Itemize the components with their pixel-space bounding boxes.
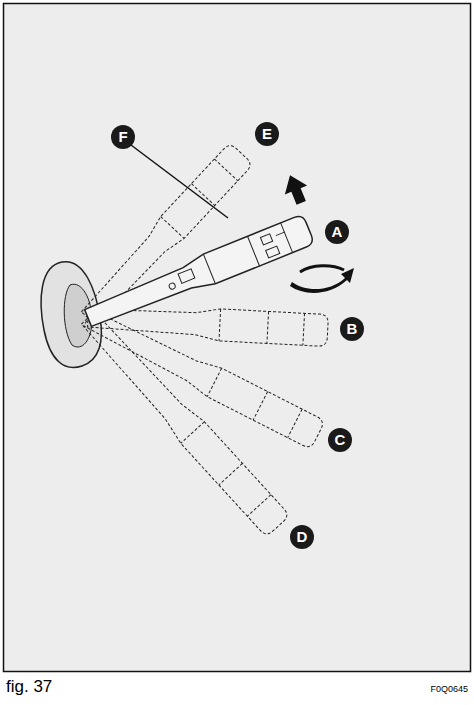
figure-number: fig. 37 bbox=[6, 677, 52, 697]
push-arrow bbox=[279, 171, 312, 208]
callout-letter: E bbox=[255, 122, 279, 146]
stalk-ring bbox=[219, 309, 221, 341]
stalk-lever bbox=[82, 214, 315, 333]
stalk-outline bbox=[76, 307, 290, 537]
stalk-ring bbox=[281, 223, 293, 253]
ghost-stalk bbox=[81, 304, 325, 450]
stalk-ring bbox=[267, 311, 269, 343]
stalk-outline bbox=[76, 143, 253, 329]
stalk-outline bbox=[81, 304, 325, 450]
leader-line bbox=[131, 145, 228, 218]
callout-letter: D bbox=[290, 525, 314, 549]
callout-letter: C bbox=[328, 428, 352, 452]
wiper-symbol bbox=[260, 228, 291, 258]
rotate-arrow bbox=[290, 268, 354, 293]
image-code: F0Q0645 bbox=[430, 684, 468, 694]
callout-letter: F bbox=[111, 125, 135, 149]
stalk-ring bbox=[207, 368, 222, 397]
stalk-ring bbox=[219, 463, 243, 485]
stalk-ring bbox=[288, 409, 303, 438]
frame bbox=[4, 4, 471, 672]
ghost-stalk bbox=[76, 143, 253, 329]
stalk-ring bbox=[214, 159, 237, 181]
stalk-ring bbox=[248, 236, 260, 266]
stalk-ring bbox=[161, 217, 184, 239]
stalk-ring bbox=[253, 392, 268, 421]
callout-letter: B bbox=[340, 317, 364, 341]
symbol bbox=[178, 269, 195, 284]
stalk-ring bbox=[181, 422, 205, 444]
stalk-ring bbox=[203, 254, 215, 284]
stalk-outline bbox=[82, 214, 315, 333]
stalk-ring bbox=[191, 184, 214, 206]
stalk-ring bbox=[247, 495, 271, 517]
stalk-ring bbox=[303, 313, 305, 345]
callout-letter: A bbox=[325, 220, 349, 244]
ghost-stalk bbox=[76, 307, 290, 537]
symbol bbox=[168, 282, 176, 290]
rotate-arrow bbox=[300, 266, 344, 272]
